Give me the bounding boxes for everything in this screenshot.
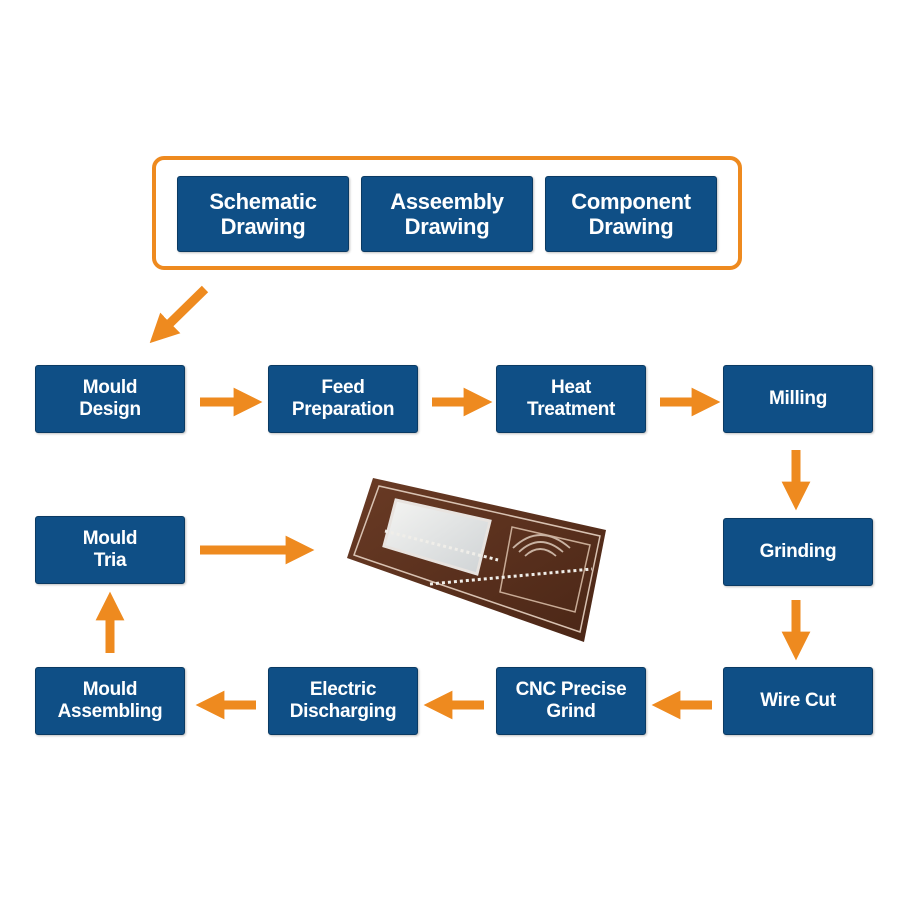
mould-plate-product-illustration <box>347 478 606 642</box>
step-label: Wire Cut <box>760 690 836 711</box>
step-cnc-precise-grind: CNC Precise Grind <box>496 667 646 735</box>
step-label: CNC Precise Grind <box>515 679 627 722</box>
step-label: Schematic Drawing <box>209 189 317 239</box>
step-wire-cut: Wire Cut <box>723 667 873 735</box>
step-label: Milling <box>768 388 828 409</box>
step-mould-trial: Mould Tria <box>35 516 185 584</box>
step-label: Grinding <box>759 541 837 562</box>
arrow-group-to-mould-design <box>149 285 209 344</box>
step-label: Electric Discharging <box>289 679 397 722</box>
step-grinding: Grinding <box>723 518 873 586</box>
step-schematic-drawing: Schematic Drawing <box>177 176 349 252</box>
step-mould-assembling: Mould Assembling <box>35 667 185 735</box>
step-label: Asseembly Drawing <box>390 189 504 239</box>
step-label: Mould Assembling <box>57 679 163 722</box>
step-feed-preparation: Feed Preparation <box>268 365 418 433</box>
step-mould-design: Mould Design <box>35 365 185 433</box>
drawing-group-frame <box>152 156 742 270</box>
step-assembly-drawing: Asseembly Drawing <box>361 176 533 252</box>
step-label: Component Drawing <box>571 189 691 239</box>
step-label: Heat Treatment <box>526 377 616 420</box>
step-label: Feed Preparation <box>291 377 395 420</box>
step-electric-discharging: Electric Discharging <box>268 667 418 735</box>
step-component-drawing: Component Drawing <box>545 176 717 252</box>
step-label: Mould Design <box>79 377 141 420</box>
step-heat-treatment: Heat Treatment <box>496 365 646 433</box>
step-label: Mould Tria <box>82 528 138 571</box>
step-milling: Milling <box>723 365 873 433</box>
